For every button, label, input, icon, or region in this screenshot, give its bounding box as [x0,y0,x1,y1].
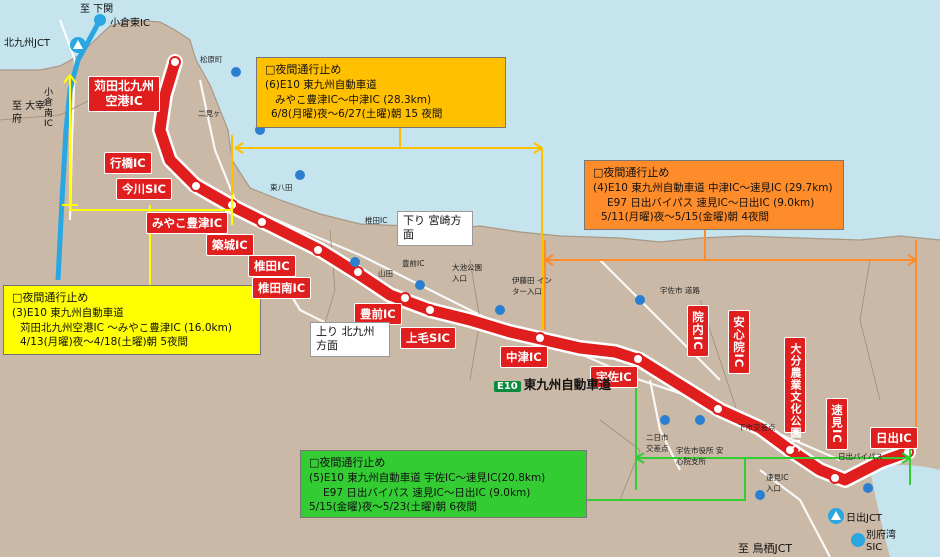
map-label: 下市交差点 [738,423,776,432]
expressway-name: 東九州自動車道 [523,377,612,392]
map-label: 東八田 [270,183,293,192]
ic-label: 行橋IC [104,152,152,174]
expressway-code: E10 [494,381,521,392]
notice-orange2: □夜間通行止め (4)E10 東九州自動車道 中津IC〜速見IC (29.7km… [584,160,844,230]
map-label: 小倉東IC [110,18,150,29]
notice-heading: □夜間通行止め [12,291,89,304]
ic-label: 椎田IC [248,255,296,277]
ic-label: 豊前IC [354,303,402,325]
notice-line: (6)E10 東九州自動車道 [265,78,377,91]
notice-line: (5)E10 東九州自動車道 宇佐IC〜速見IC(20.8km) [309,471,546,484]
map-label: 宇佐市役所 安心院支所 [676,446,724,466]
orange1-section-bracket [231,128,543,330]
ic-label: 苅田北九州空港IC [88,76,160,112]
ic-label: みやこ豊津IC [146,212,229,234]
map-label: 北九州JCT [4,38,51,49]
notice-line: 6/8(月曜)夜〜6/27(土曜)朝 15 夜間 [271,108,443,121]
ic-label: 椎田南IC [252,277,312,299]
notice-line: (3)E10 東九州自動車道 [12,306,124,319]
ic-label: 中津IC [500,346,548,368]
map-label: 伊藤田 インター入口 [512,276,552,296]
notice-line: 5/15(金曜)夜〜5/23(土曜)朝 6夜間 [309,501,478,514]
map-label: 日出バイパス [838,452,883,461]
notice-yellow: □夜間通行止め (3)E10 東九州自動車道 苅田北九州空港IC 〜みやこ豊津I… [3,285,261,355]
jct-markers [70,14,865,547]
ic-label: 今川SIC [116,178,173,200]
notice-line: E97 日出バイパス 速見IC〜日出IC (9.0km) [323,486,531,499]
notice-line: E97 日出バイパス 速見IC〜日出IC (9.0km) [607,196,815,209]
map-label: 至 下関 [80,4,114,15]
map-label: 二見ヶ [198,109,221,118]
orange2-section-bracket [544,230,917,445]
ic-label: 宇佐IC [590,366,638,388]
map-label: 豊前IC [402,259,425,268]
ic-label: 日出IC [870,427,918,449]
notice-heading: □夜間通行止め [265,63,342,76]
map-label: 松原町 [200,55,223,64]
ic-label: 院内IC [687,305,709,357]
map-label: 山田 [378,269,393,278]
notice-heading: □夜間通行止め [593,166,670,179]
map-label: 小倉南IC [44,88,54,130]
map-label: 別府湾 SIC [866,530,896,553]
direction-down-label: 下り 宮崎方面 [397,211,473,246]
ic-label: 速見IC [826,398,848,450]
map-label: 至 大宰府 [12,101,46,125]
direction-up-label: 上り 北九州方面 [310,322,390,357]
ic-label: 安心院IC [728,310,750,375]
map-label: 椎田IC [365,216,388,225]
map-label: 宇佐市 道路 [660,286,700,295]
map-label: 大池公園 入口 [452,263,482,283]
notice-line: 4/13(月曜)夜〜4/18(土曜)朝 5夜間 [20,336,189,349]
map-label: 日出JCT [846,513,883,524]
notice-heading: □夜間通行止め [309,456,386,469]
map-label: 至 鳥栖JCT [738,542,793,555]
map-label: 速見IC 入口 [766,473,789,493]
ic-label: 大分農業文化公園IC [784,337,806,453]
notice-line: 苅田北九州空港IC 〜みやこ豊津IC (16.0km) [20,321,232,334]
notice-line: みやこ豊津IC〜中津IC (28.3km) [275,93,432,106]
green-section-bracket [587,370,911,501]
notice-orange1: □夜間通行止め (6)E10 東九州自動車道 みやこ豊津IC〜中津IC (28.… [256,57,506,128]
notice-green: □夜間通行止め (5)E10 東九州自動車道 宇佐IC〜速見IC(20.8km)… [300,450,587,518]
notice-line: (4)E10 東九州自動車道 中津IC〜速見IC (29.7km) [593,181,833,194]
beppu-bay [870,465,940,557]
ic-label: 築城IC [206,234,254,256]
ic-label: 上毛SIC [400,327,457,349]
notice-line: 5/11(月曜)夜〜5/15(金曜)朝 4夜間 [601,211,770,224]
map-label: 二日市 交差点 [646,433,669,453]
